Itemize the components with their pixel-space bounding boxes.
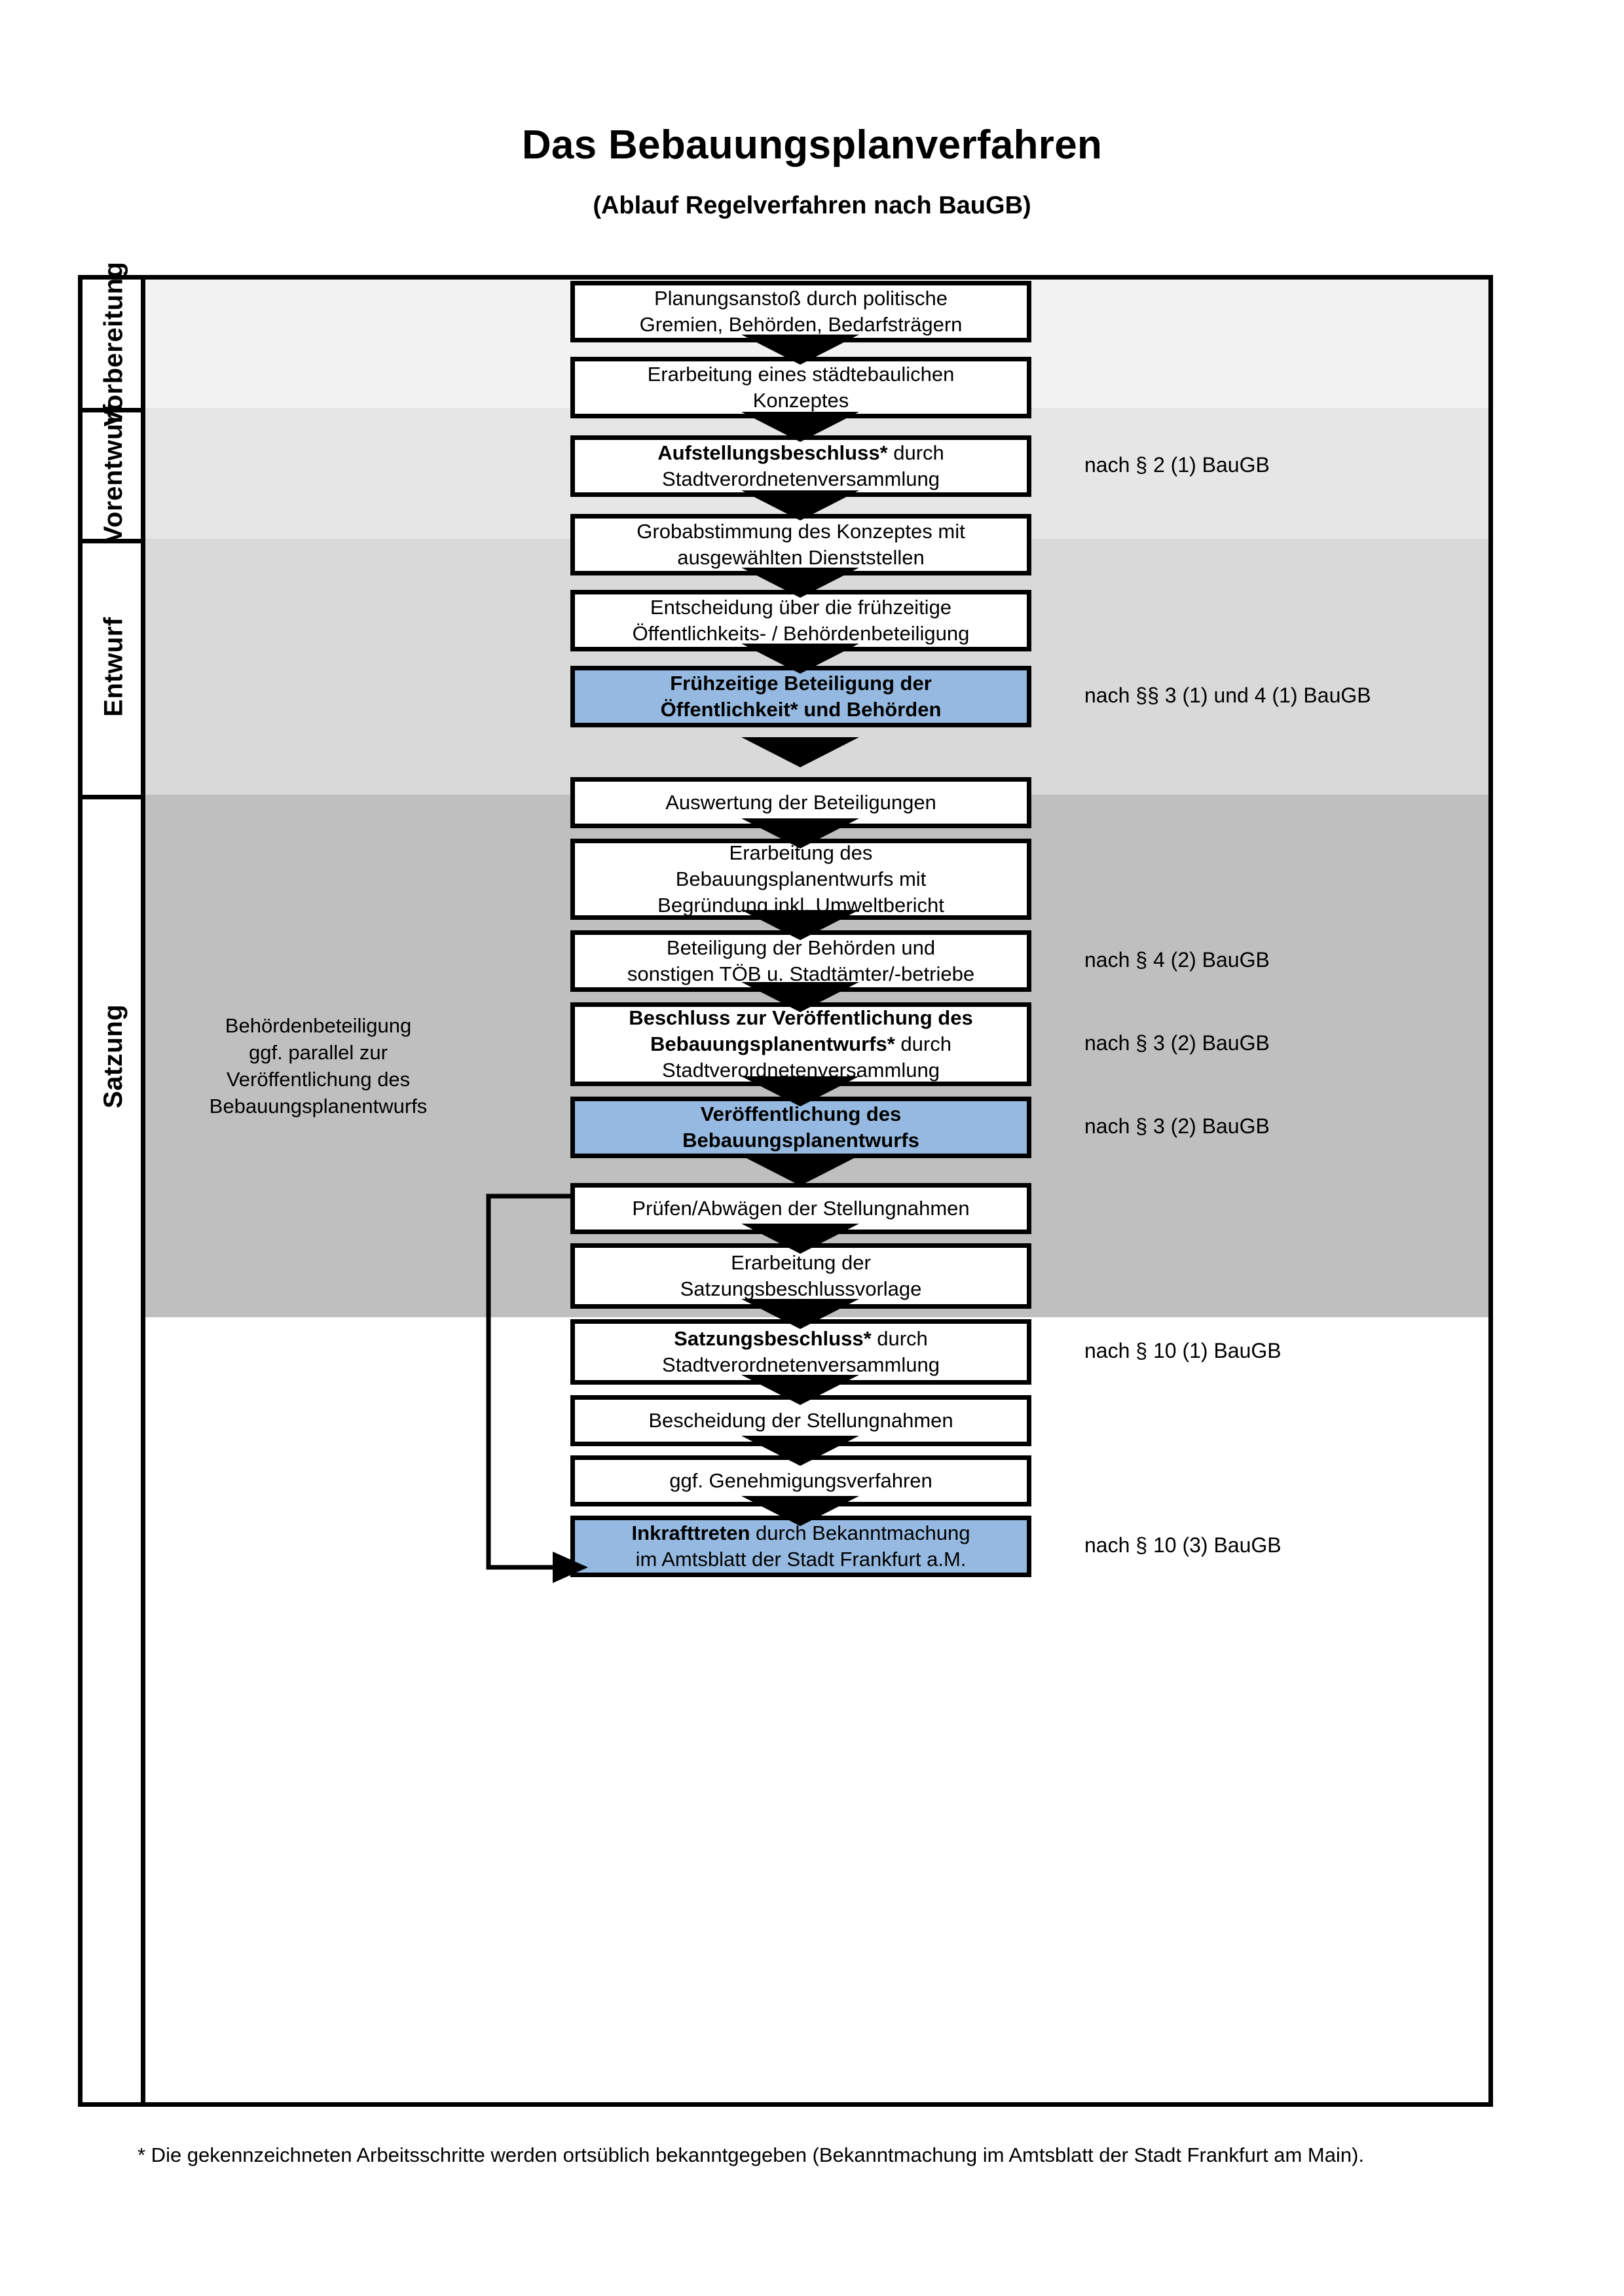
legal-reference-l7: nach § 10 (3) BauGB	[1084, 1533, 1282, 1557]
legal-reference-l2: nach §§ 3 (1) und 4 (1) BauGB	[1084, 683, 1371, 707]
legal-reference-l6: nach § 10 (1) BauGB	[1084, 1339, 1282, 1362]
legal-reference-l4: nach § 3 (2) BauGB	[1084, 1031, 1270, 1055]
phase-label-vorentwurf: Vorentwurf	[83, 403, 145, 543]
document-header: Das Bebauungsplanverfahren (Ablauf Regel…	[0, 0, 1624, 220]
phase-label-entwurf: Entwurf	[83, 539, 145, 795]
phase-label-text: Vorentwurf	[99, 403, 128, 543]
process-step-label: Prüfen/Abwägen der Stellungnahmen	[632, 1196, 970, 1220]
phase-divider	[83, 539, 145, 543]
phase-divider	[83, 795, 145, 799]
phase-label-vorbereitung: Vorbereitung	[83, 261, 145, 426]
page-title: Das Bebauungsplanverfahren	[521, 122, 1103, 168]
sidenote-line: Bebauungsplanentwurfs	[209, 1094, 428, 1118]
process-step-label: ggf. Genehmigungsverfahren	[669, 1468, 932, 1492]
phase-label-text: Entwurf	[99, 617, 128, 717]
phase-label-text: Vorbereitung	[99, 261, 128, 426]
sidenote-line: Veröffentlichung des	[226, 1067, 411, 1091]
phase-label-text: Satzung	[99, 1004, 128, 1108]
sidenote-line: Behördenbeteiligung	[225, 1014, 412, 1037]
legal-reference-l3: nach § 4 (2) BauGB	[1084, 948, 1270, 972]
sidenote-line: ggf. parallel zur	[249, 1040, 388, 1064]
legal-reference-l1: nach § 2 (1) BauGB	[1084, 453, 1270, 477]
page-subtitle: (Ablauf Regelverfahren nach BauGB)	[593, 192, 1031, 219]
phase-divider	[83, 408, 145, 412]
process-step-label: Bescheidung der Stellungnahmen	[648, 1408, 953, 1432]
footnote: * Die gekennzeichneten Arbeitsschritte w…	[138, 2143, 1365, 2166]
phase-label-satzung: Satzung	[83, 795, 145, 1317]
legal-reference-l5: nach § 3 (2) BauGB	[1084, 1114, 1270, 1138]
process-step-label: Auswertung der Beteiligungen	[665, 790, 936, 814]
